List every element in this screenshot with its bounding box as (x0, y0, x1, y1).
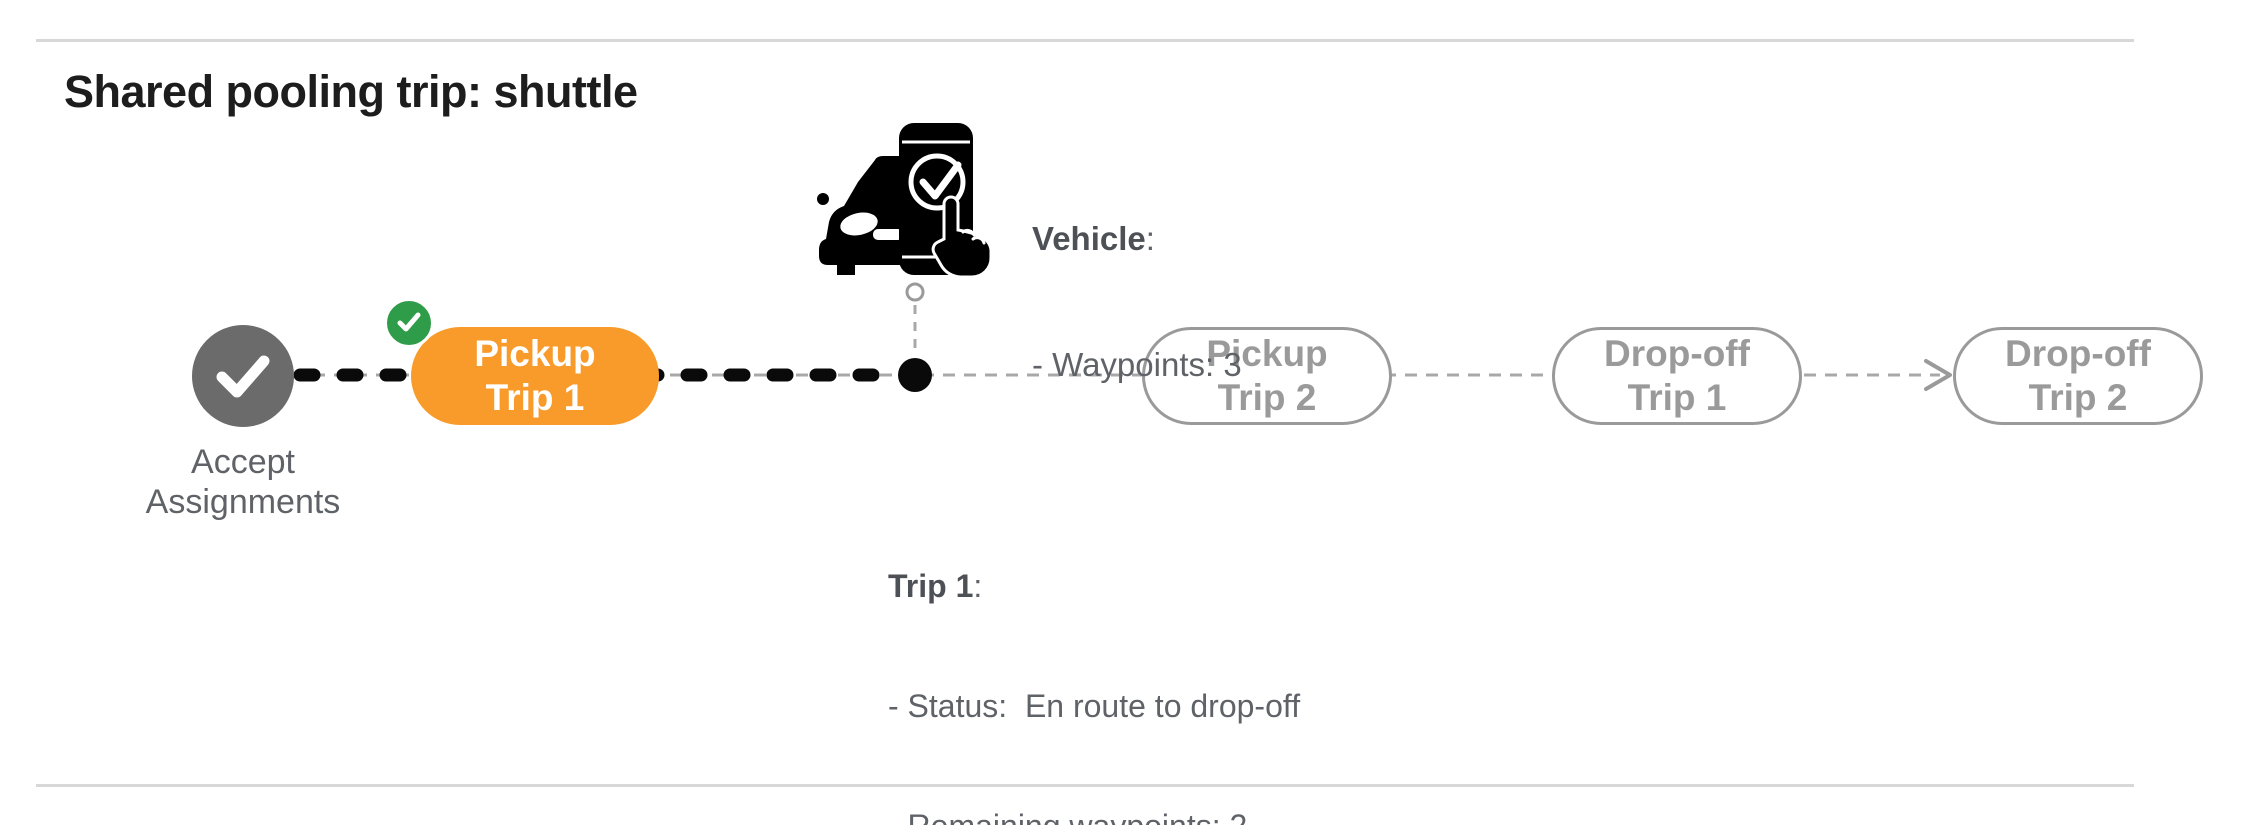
completed-badge (384, 298, 434, 348)
waypoint-label-line2: Trip 2 (2028, 377, 2128, 418)
trip-status-text: Trip 1: - Status: En route to drop-off -… (888, 486, 1300, 825)
vehicle-info-heading: Vehicle: (1032, 218, 1242, 260)
trip1-waypoints-line: - Remaining waypoints: 2 (888, 806, 1300, 825)
accept-label-line1: Accept (191, 443, 295, 481)
top-divider (36, 39, 2134, 42)
trip1-label-suffix: : (973, 568, 983, 604)
trip1-status-line: - Status: En route to drop-off (888, 688, 1301, 724)
waypoint-label-line2: Trip 2 (1217, 377, 1317, 418)
waypoint-label-line1: Pickup (1206, 333, 1328, 374)
check-icon (216, 355, 270, 398)
pointing-hand-icon (931, 195, 993, 279)
vehicle-phone-check-icon (817, 123, 993, 279)
page-title: Shared pooling trip: shuttle (64, 66, 638, 117)
car-silhouette (817, 156, 910, 275)
waypoint-dropoff-trip2: Drop-off Trip 2 (1953, 327, 2203, 425)
current-position-dot (898, 358, 932, 392)
waypoint-pickup-trip1: Pickup Trip 1 (411, 327, 659, 425)
vehicle-label: Vehicle (1032, 220, 1146, 257)
waypoint-label-line1: Pickup (474, 333, 596, 374)
vehicle-info-text: Vehicle: - Waypoints: 3 (1032, 134, 1242, 470)
accept-label-line2: Assignments (145, 483, 341, 521)
trip1-heading: Trip 1: (888, 566, 1300, 606)
waypoint-label-line1: Drop-off (2005, 333, 2151, 374)
check-icon (397, 312, 421, 332)
route-arrowhead-icon (1924, 359, 1952, 391)
node-accept-assignments (192, 325, 294, 427)
waypoint-label-line2: Trip 1 (485, 377, 585, 418)
waypoint-dropoff-trip1: Drop-off Trip 1 (1552, 327, 1802, 425)
trip1-label: Trip 1 (888, 568, 974, 604)
vehicle-marker-ring-icon (905, 282, 925, 302)
accept-assignments-label: Accept Assignments (68, 442, 418, 522)
waypoint-label-line2: Trip 1 (1627, 377, 1727, 418)
waypoint-label-line1: Drop-off (1604, 333, 1750, 374)
vehicle-label-suffix: : (1145, 220, 1155, 257)
bottom-divider (36, 784, 2134, 787)
vehicle-waypoints-line: - Waypoints: 3 (1032, 346, 1242, 383)
waypoint-pickup-trip2: Pickup Trip 2 (1142, 327, 1392, 425)
